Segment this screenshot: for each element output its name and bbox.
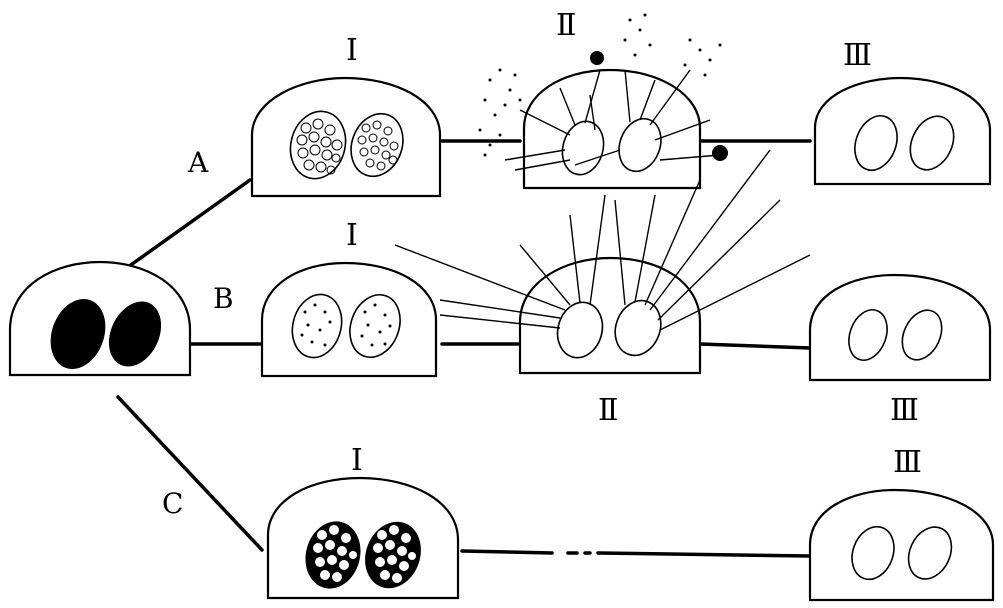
cell-A2 [479, 14, 729, 189]
stage-label-A3: Ⅲ [843, 38, 872, 73]
cell-B1 [262, 263, 436, 376]
pathway-label-B: B [213, 282, 234, 315]
line-C1-dash-1 [462, 551, 552, 553]
pathway-label-A: A [187, 146, 209, 179]
connector-lines [118, 141, 810, 556]
stage-label-A1: Ⅰ [346, 33, 358, 68]
cell-C3 [810, 490, 993, 600]
cell-A3 [815, 78, 990, 184]
cell-C1 [268, 478, 458, 598]
stage-label-C3: Ⅲ [893, 445, 922, 480]
line-origin-to-C [118, 397, 262, 550]
cell-A1 [252, 78, 440, 196]
line-origin-to-A [128, 180, 250, 267]
line-B2-to-B3 [700, 344, 810, 348]
stage-label-C1: Ⅰ [351, 443, 363, 478]
origin-cell [10, 262, 190, 377]
stage-label-B3: Ⅲ [890, 393, 919, 428]
stage-label-A2: Ⅱ [556, 8, 576, 43]
stage-label-B2: Ⅱ [598, 393, 618, 428]
cell-B3 [810, 275, 990, 380]
line-C1-to-C3 [598, 553, 810, 556]
pathway-label-C: C [162, 487, 183, 520]
stage-label-B1: Ⅰ [346, 218, 358, 253]
